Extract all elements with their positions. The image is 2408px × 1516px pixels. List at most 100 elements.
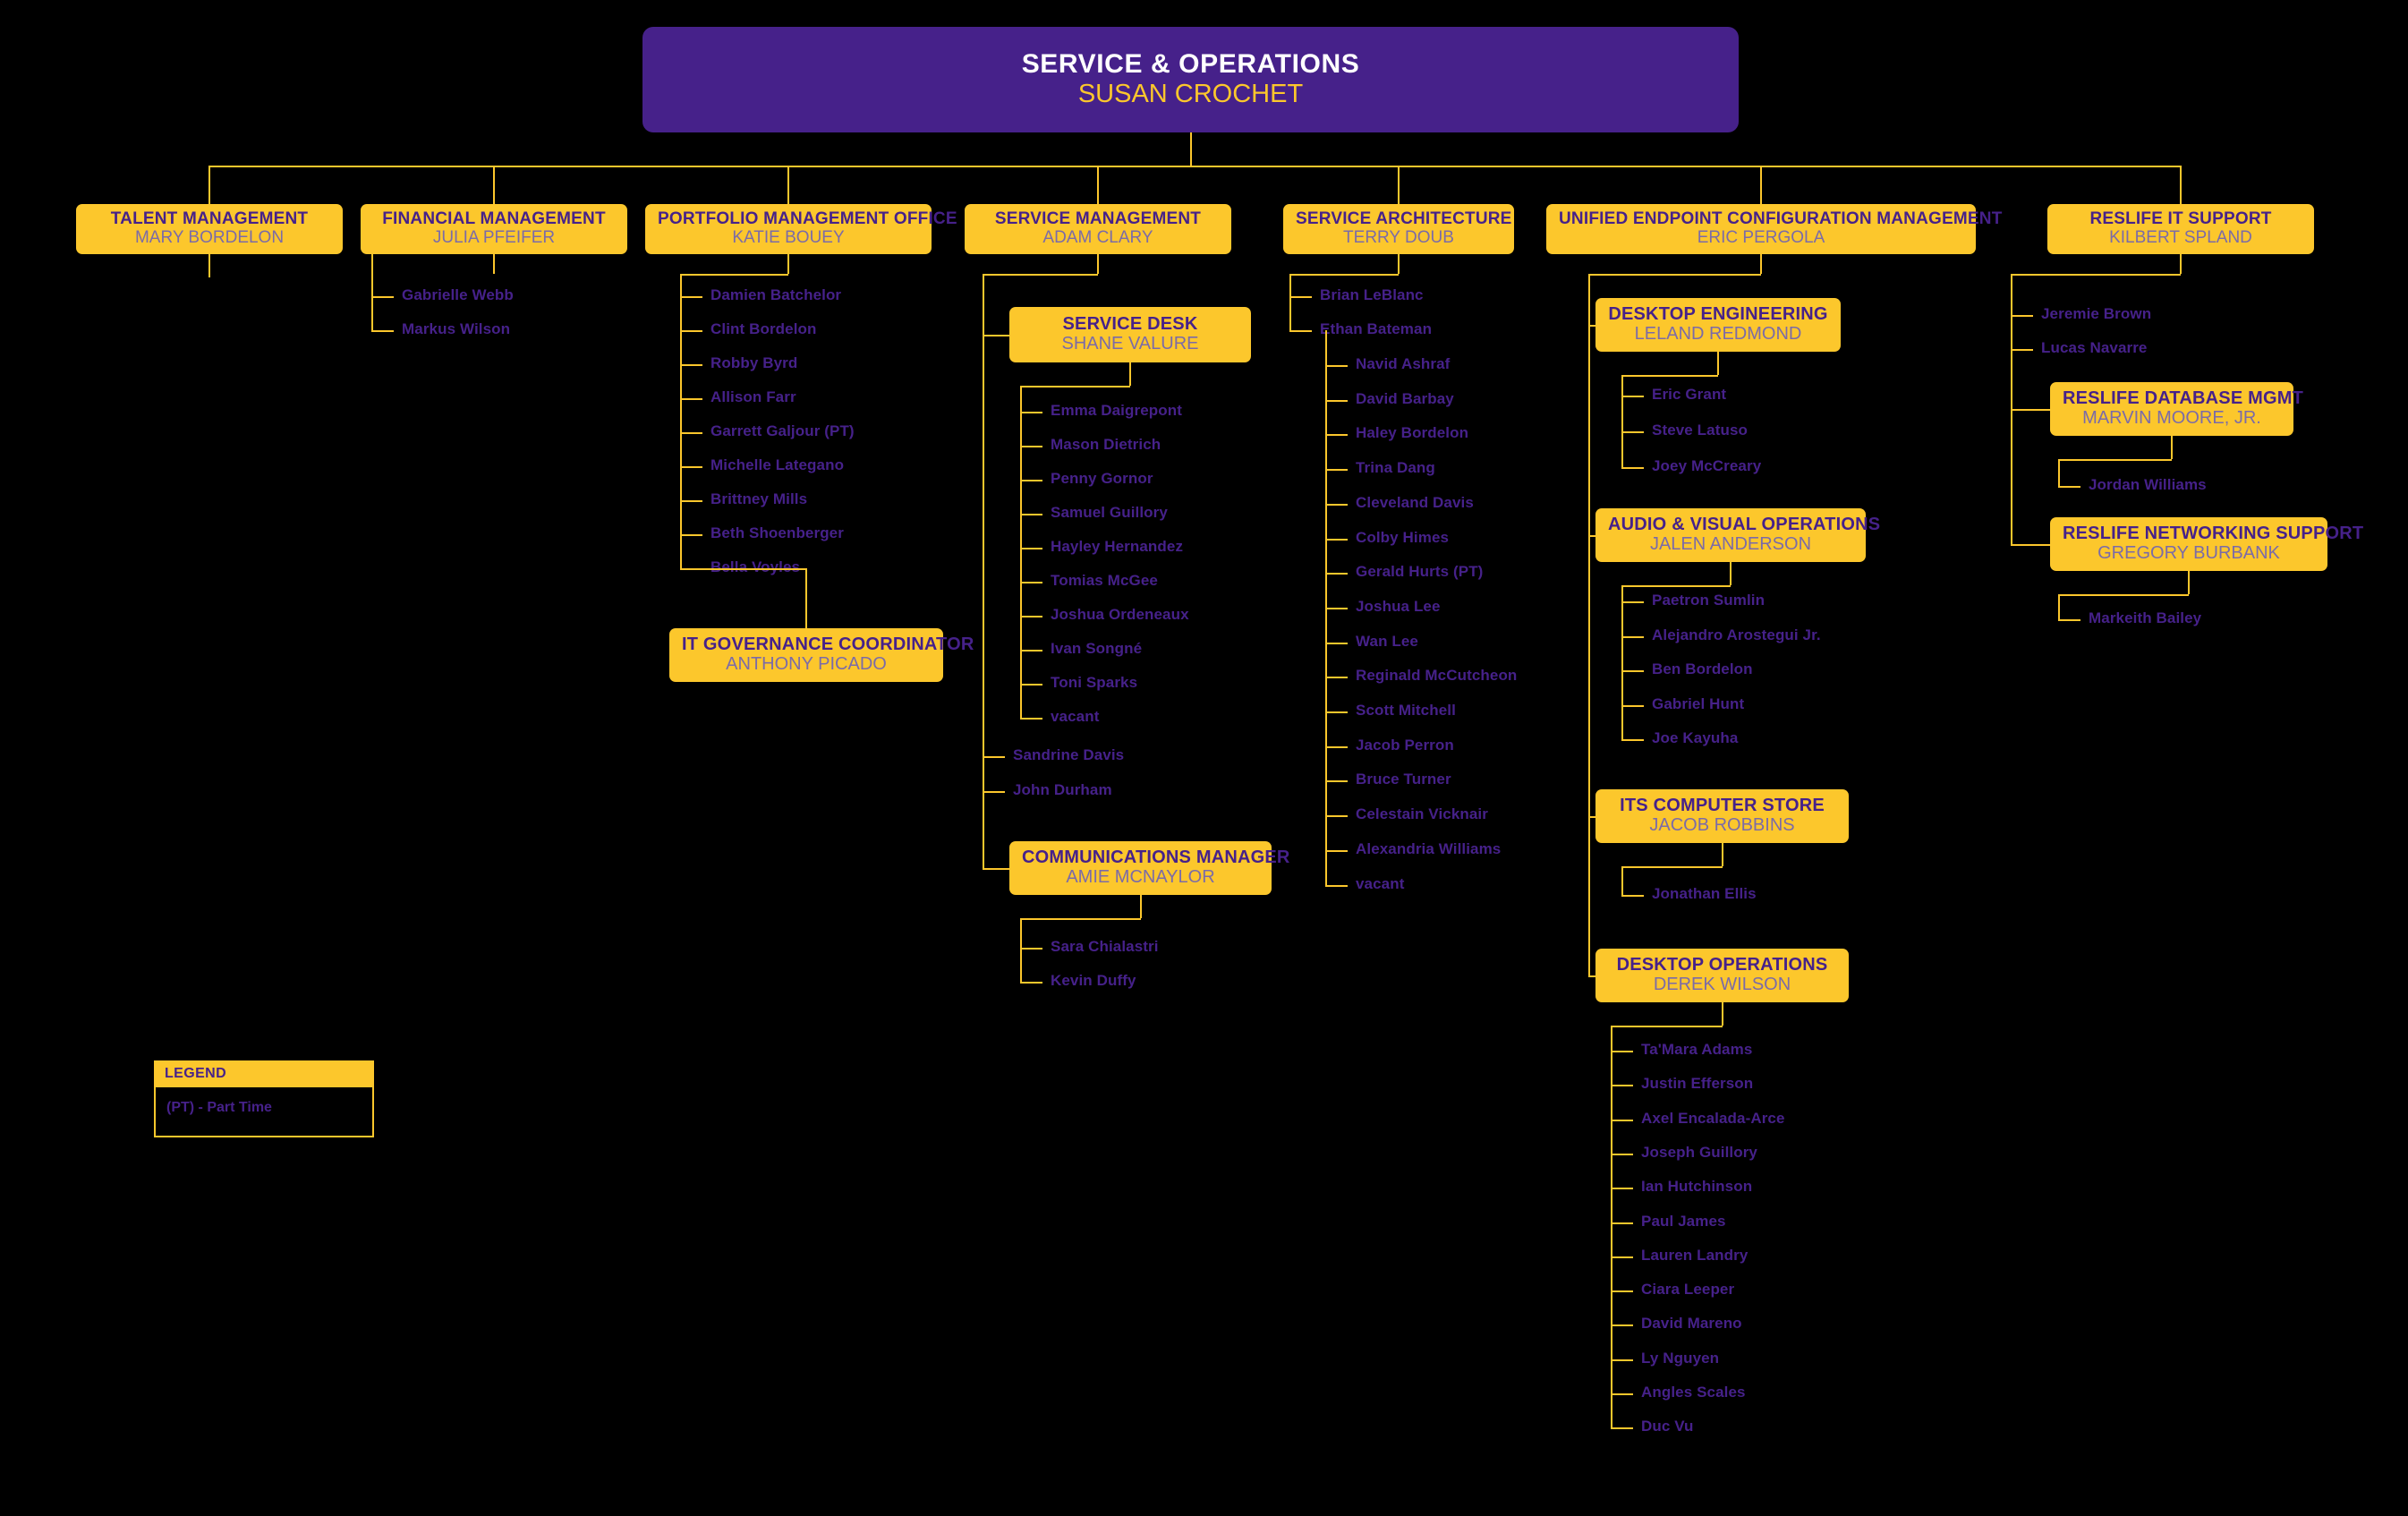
connector-reslife-spine xyxy=(2011,274,2012,544)
leaf-desktop-operations-elbow xyxy=(1611,1119,1633,1121)
node-its-computer-store-person: JACOB ROBBINS xyxy=(1649,815,1795,835)
legend-entry-part-time: (PT) - Part Time xyxy=(154,1087,374,1137)
connector-financial-stem xyxy=(493,254,495,274)
connector-cm-spine xyxy=(1020,918,1022,982)
leaf-pmo-item: Allison Farr xyxy=(710,388,796,405)
leaf-bateman-team-item: Celestain Vicknair xyxy=(1356,805,1488,823)
node-audio-visual-operations-person: JALEN ANDERSON xyxy=(1649,534,1812,554)
leaf-desktop-operations-elbow xyxy=(1611,1051,1633,1052)
leaf-desktop-engineering-elbow xyxy=(1621,431,1644,433)
node-audio-visual-operations-title: AUDIO & VISUAL OPERATIONS xyxy=(1608,514,1881,534)
connector-level2-drop xyxy=(1398,166,1400,204)
node-service-operations-person: SUSAN CROCHET xyxy=(1077,79,1304,108)
leaf-its-computer-store-item: Jonathan Ellis xyxy=(1652,885,1757,902)
connector-level2-drop xyxy=(2180,166,2182,204)
connector-cm-stem xyxy=(1139,895,1142,918)
leaf-pmo-item: Damien Batchelor xyxy=(710,286,842,303)
leaf-service-management-item: John Durham xyxy=(1013,781,1112,798)
leaf-service-architecture-item: Brian LeBlanc xyxy=(1320,286,1424,303)
leaf-service-desk-elbow xyxy=(1020,582,1042,583)
connector-desktop-engineering-stem-h xyxy=(1621,375,1718,377)
leaf-desktop-engineering-item: Steve Latuso xyxy=(1652,422,1749,439)
connector-level2-drop xyxy=(493,166,495,204)
leaf-communications-item: Kevin Duffy xyxy=(1051,972,1136,989)
leaf-desktop-operations-elbow xyxy=(1611,1188,1633,1190)
connector-uecm-stem xyxy=(1760,254,1762,274)
leaf-desktop-operations-elbow xyxy=(1611,1358,1633,1361)
leaf-audio-visual-operations-elbow xyxy=(1621,704,1644,707)
leaf-bateman-team-elbow xyxy=(1325,815,1348,818)
leaf-pmo-item: Brittney Mills xyxy=(710,490,808,507)
node-unified-endpoint-configuration-management-title: UNIFIED ENDPOINT CONFIGURATION MANAGEMEN… xyxy=(1559,209,2003,228)
connector-reslife-networking-support-spine xyxy=(2058,594,2060,619)
node-desktop-operations-person: DEREK WILSON xyxy=(1653,975,1791,994)
legend: LEGEND(PT) - Part Time xyxy=(154,1060,374,1137)
leaf-service-management-elbow xyxy=(983,756,1005,758)
connector-uecm-spine xyxy=(1588,274,1590,975)
connector-audio-visual-operations-stem xyxy=(1730,562,1732,585)
leaf-desktop-operations-elbow xyxy=(1611,1085,1633,1087)
leaf-bateman-team-elbow xyxy=(1325,607,1348,609)
leaf-desktop-operations-elbow xyxy=(1611,1324,1633,1327)
leaf-service-desk-item: vacant xyxy=(1051,708,1100,725)
node-talent-management-title: TALENT MANAGEMENT xyxy=(110,209,309,228)
leaf-desktop-operations-item: Ta'Mara Adams xyxy=(1641,1041,1753,1058)
leaf-bateman-team-elbow xyxy=(1325,884,1348,887)
leaf-desktop-operations-elbow xyxy=(1611,1290,1633,1293)
node-it-governance-coordinator-title: IT GOVERNANCE COORDINATOR xyxy=(682,634,974,654)
leaf-pmo-item: Michelle Lategano xyxy=(710,456,845,473)
node-reslife-database-mgmt-person: MARVIN MOORE, JR. xyxy=(2082,408,2261,428)
leaf-service-architecture-elbow xyxy=(1289,296,1312,298)
leaf-audio-visual-operations-elbow xyxy=(1621,739,1644,741)
leaf-audio-visual-operations-item: Paetron Sumlin xyxy=(1652,592,1766,609)
leaf-bateman-team-item: Haley Bordelon xyxy=(1356,424,1469,442)
connector-bateman-spine xyxy=(1325,330,1327,885)
connector-reslife-database-mgmt-stem-h xyxy=(2058,459,2172,461)
node-its-computer-store-title: ITS COMPUTER STORE xyxy=(1620,795,1825,815)
leaf-desktop-operations-item: Joseph Guillory xyxy=(1641,1143,1757,1161)
connector-desktop-operations-stem-h xyxy=(1611,1026,1723,1027)
connector-desktop-engineering-spine xyxy=(1621,375,1623,467)
leaf-bateman-team-item: Alexandria Williams xyxy=(1356,839,1502,857)
leaf-service-desk-elbow xyxy=(1020,548,1042,549)
leaf-service-desk-item: Joshua Ordeneaux xyxy=(1051,606,1189,623)
connector-reslife-stem xyxy=(2180,254,2182,274)
leaf-reslife-support-item: Jeremie Brown xyxy=(2041,305,2152,322)
node-portfolio-management-office-title: PORTFOLIO MANAGEMENT OFFICE xyxy=(658,209,957,228)
connector-audio-visual-operations-spine xyxy=(1621,585,1623,739)
node-unified-endpoint-configuration-management[interactable]: UNIFIED ENDPOINT CONFIGURATION MANAGEMEN… xyxy=(1546,204,2003,254)
leaf-desktop-engineering-elbow xyxy=(1621,396,1644,397)
leaf-talent-management-item: Gabrielle Webb xyxy=(402,286,514,303)
leaf-pmo-elbow xyxy=(680,500,702,502)
leaf-desktop-operations-elbow xyxy=(1611,1256,1633,1258)
leaf-service-desk-item: Hayley Hernandez xyxy=(1051,538,1184,555)
connector-pmo-gov-stem xyxy=(805,568,807,628)
leaf-desktop-operations-item: Duc Vu xyxy=(1641,1418,1694,1435)
leaf-communications-elbow xyxy=(1020,948,1042,950)
leaf-service-desk-elbow xyxy=(1020,616,1042,617)
connector-its-computer-store-stem-h xyxy=(1621,866,1723,868)
connector-reslife-database-mgmt-spine xyxy=(2058,459,2060,486)
leaf-desktop-operations-item: Ciara Leeper xyxy=(1641,1281,1735,1299)
connector-pmo-gov-h xyxy=(680,568,807,570)
node-desktop-engineering-person: LELAND REDMOND xyxy=(1634,324,1802,344)
connector-sm-spine xyxy=(983,274,984,868)
connector-reslife-networking-support-stem-h xyxy=(2058,594,2189,596)
connector-pmo-stem-h xyxy=(680,274,788,276)
